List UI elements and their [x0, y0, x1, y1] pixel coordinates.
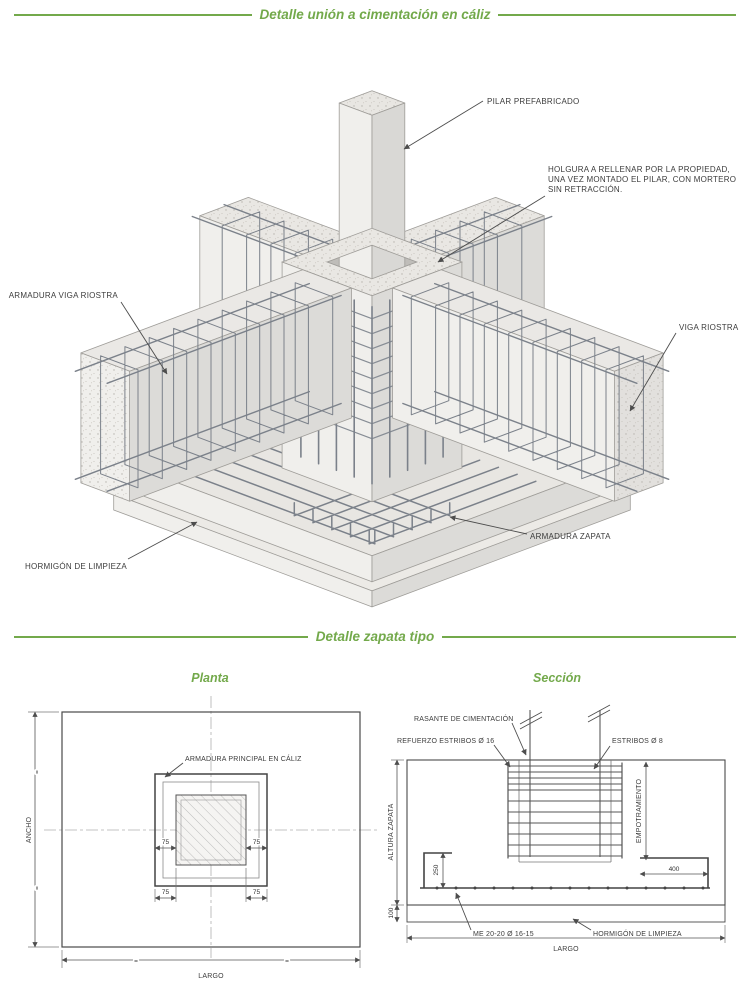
caliz-top-ring-texture	[282, 228, 462, 296]
leader-armadura-principal	[164, 762, 184, 778]
equal-mark: =	[33, 770, 40, 774]
dim-250: 250	[433, 864, 440, 875]
subtitle-seccion: Sección	[533, 671, 581, 685]
seccion-drawing: 250 400 ALTURA ZAPATA 100 EMPOTRAMIENTO …	[387, 704, 726, 953]
label-armadura-zapata: ARMADURA ZAPATA	[530, 532, 611, 541]
beam-backleft-top-texture	[199, 197, 352, 255]
caliz-mid-square	[162, 781, 260, 879]
caliz-outer-square	[154, 773, 268, 887]
section-title-zapata: Detalle zapata tipo	[316, 629, 435, 644]
label-holgura-line3: SIN RETRACCIÓN.	[548, 185, 622, 194]
label-empotramiento: EMPOTRAMIENTO	[636, 778, 643, 843]
zapata-section-outline	[406, 759, 726, 906]
caliz-socket-lines	[518, 760, 612, 863]
dim-100: 100	[388, 907, 395, 918]
beam-backright-top-texture	[392, 197, 545, 255]
label-largo-seccion: LARGO	[553, 946, 579, 953]
label-hormigon-limpieza-seccion: HORMIGÓN DE LIMPIEZA	[593, 929, 682, 938]
leader-pilar-prefabricado	[403, 100, 484, 150]
leader-armadura-zapata	[449, 515, 528, 535]
label-armadura-principal: ARMADURA PRINCIPAL EN CÁLIZ	[185, 754, 302, 763]
leader-viga-riostra	[629, 332, 677, 412]
header-zapata: Detalle zapata tipo Planta Sección	[14, 629, 736, 685]
label-refuerzo-estribos: REFUERZO ESTRIBOS Ø 16	[397, 738, 494, 745]
limpieza-front-right-face	[371, 493, 631, 608]
label-largo: LARGO	[198, 973, 224, 980]
armadura-vigas-front-stirrups	[100, 282, 644, 489]
beam-frontleft-end-texture	[80, 352, 130, 502]
limpieza-section-outline	[406, 904, 726, 923]
label-estribos: ESTRIBOS Ø 8	[612, 738, 663, 745]
header-union: Detalle unión a cimentación en cáliz	[14, 7, 736, 22]
leader-refuerzo-estribos	[493, 744, 511, 768]
dim-75-left: 75	[162, 839, 170, 846]
leader-hormigon-limpieza	[127, 521, 198, 560]
beam-frontright-end-texture	[614, 352, 664, 502]
label-ancho: ANCHO	[26, 817, 33, 844]
subtitle-planta: Planta	[191, 671, 229, 685]
equal-mark: =	[285, 958, 289, 965]
pilar-inner-square	[180, 799, 242, 861]
mesh-end-hooks	[423, 852, 709, 888]
seccion-cage-verticals	[507, 762, 623, 859]
label-altura-zapata: ALTURA ZAPATA	[388, 803, 395, 860]
planta-drawing: ARMADURA PRINCIPAL EN CÁLIZ 75 75 75 75 …	[25, 696, 378, 980]
seccion-estribos-lines	[507, 765, 623, 857]
leader-rasante	[511, 722, 527, 756]
dim-400: 400	[669, 866, 680, 873]
equal-mark: =	[134, 958, 138, 965]
leader-estribos	[593, 745, 611, 770]
dim-75-right: 75	[253, 839, 261, 846]
label-hormigon-limpieza: HORMIGÓN DE LIMPIEZA	[25, 562, 127, 571]
leader-armadura-viga-riostra	[120, 301, 168, 375]
iso-annotations: PILAR PREFABRICADO HOLGURA A RELLENAR PO…	[9, 97, 739, 571]
pilar-hatched-square	[175, 794, 247, 866]
label-holgura-line2: UNA VEZ MONTADO EL PILAR, CON MORTERO	[548, 175, 736, 184]
zapata-plan-outline	[61, 711, 361, 948]
iso-front-beam-rebar	[74, 282, 670, 492]
equal-mark: =	[33, 886, 40, 890]
label-rasante: RASANTE DE CIMENTACIÓN	[414, 714, 514, 723]
dim-75-bottom-left: 75	[162, 889, 170, 896]
label-viga-riostra: VIGA RIOSTRA	[679, 323, 739, 332]
seccion-stirrups	[435, 762, 705, 890]
label-malla: ME 20-20 Ø 16-15	[473, 931, 534, 938]
label-holgura-line1: HOLGURA A RELLENAR POR LA PROPIEDAD,	[548, 165, 730, 174]
label-armadura-viga-riostra: ARMADURA VIGA RIOSTRA	[9, 291, 119, 300]
leader-holgura	[437, 195, 546, 263]
dim-75-bottom-right: 75	[253, 889, 261, 896]
break-symbol	[519, 704, 611, 730]
leader-malla	[455, 892, 472, 931]
section-title-union: Detalle unión a cimentación en cáliz	[259, 7, 490, 22]
label-pilar-prefabricado: PILAR PREFABRICADO	[487, 97, 580, 106]
leader-hormigon-limpieza-seccion	[572, 918, 592, 931]
pilar-section-lines	[529, 710, 601, 857]
